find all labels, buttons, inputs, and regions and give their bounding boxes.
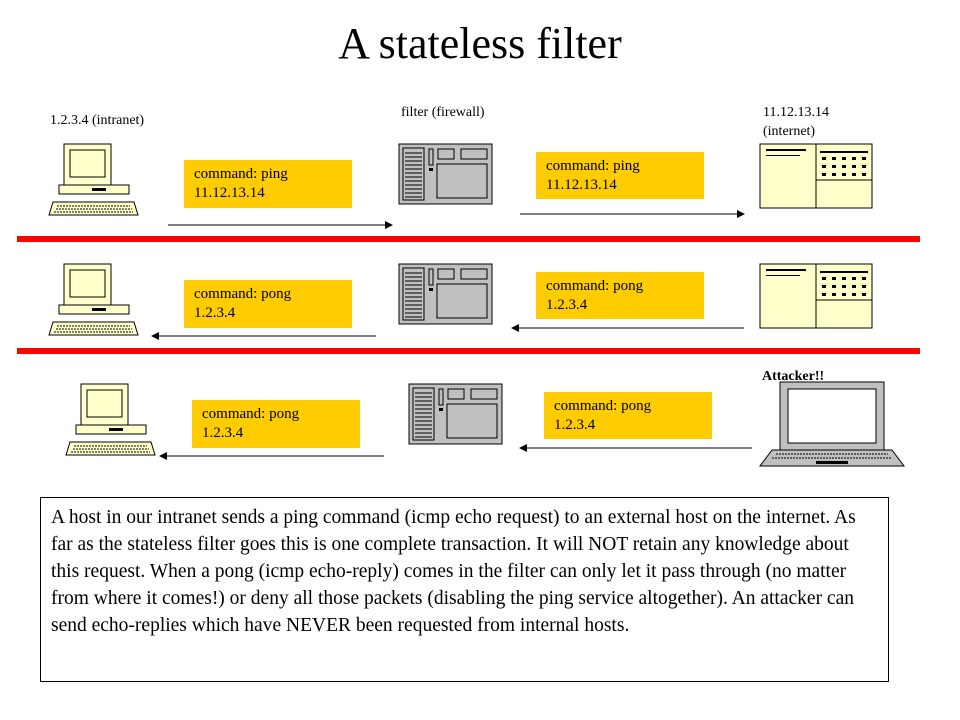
desktop-computer-icon: [48, 143, 139, 216]
description-box: A host in our intranet sends a ping comm…: [40, 497, 889, 682]
row1-right-message-address: 11.12.13.14: [546, 177, 617, 193]
separator-line-2: [17, 348, 920, 354]
row1-right-message-command: command: ping: [546, 158, 640, 174]
row3-right-message-address: 1.2.3.4: [554, 417, 596, 433]
intranet-host-label: 1.2.3.4 (intranet): [50, 113, 145, 128]
desktop-computer-icon: [48, 263, 139, 336]
row3-left-message-address: 1.2.3.4: [202, 425, 244, 441]
firewall-server-icon: [398, 263, 493, 325]
separator-line-1: [17, 236, 920, 242]
row1-right-message: command: ping 11.12.13.14: [536, 152, 704, 199]
filter-label: filter (firewall): [401, 105, 485, 120]
row3-left-message-command: command: pong: [202, 406, 300, 422]
firewall-server-icon: [408, 383, 503, 445]
row2-left-message-command: command: pong: [194, 286, 292, 302]
row2-right-message-address: 1.2.3.4: [546, 297, 588, 313]
internet-host-ip: 11.12.13.14: [763, 105, 829, 120]
row2-left-message: command: pong 1.2.3.4: [184, 280, 352, 328]
row3-right-message: command: pong 1.2.3.4: [544, 392, 712, 439]
internet-host-label: 11.12.13.14 (internet): [763, 103, 829, 141]
attacker-label-text: Attacker!!: [762, 369, 825, 384]
row2-left-message-address: 1.2.3.4: [194, 305, 236, 321]
laptop-icon: [759, 381, 905, 467]
internet-server-window-icon: [759, 263, 873, 329]
row1-left-message-address: 11.12.13.14: [194, 185, 265, 201]
desktop-computer-icon: [65, 383, 156, 456]
row3-right-message-command: command: pong: [554, 398, 652, 414]
row2-right-message: command: pong 1.2.3.4: [536, 272, 704, 319]
row1-left-message-command: command: ping: [194, 166, 288, 182]
row3-left-message: command: pong 1.2.3.4: [192, 400, 360, 448]
attacker-label: Attacker!!: [762, 367, 824, 386]
slide-title: A stateless filter: [338, 19, 622, 68]
internet-host-zone: (internet): [763, 124, 816, 139]
firewall-server-icon: [398, 143, 493, 205]
row1-left-message: command: ping 11.12.13.14: [184, 160, 352, 208]
internet-server-window-icon: [759, 143, 873, 209]
row2-right-message-command: command: pong: [546, 278, 644, 294]
